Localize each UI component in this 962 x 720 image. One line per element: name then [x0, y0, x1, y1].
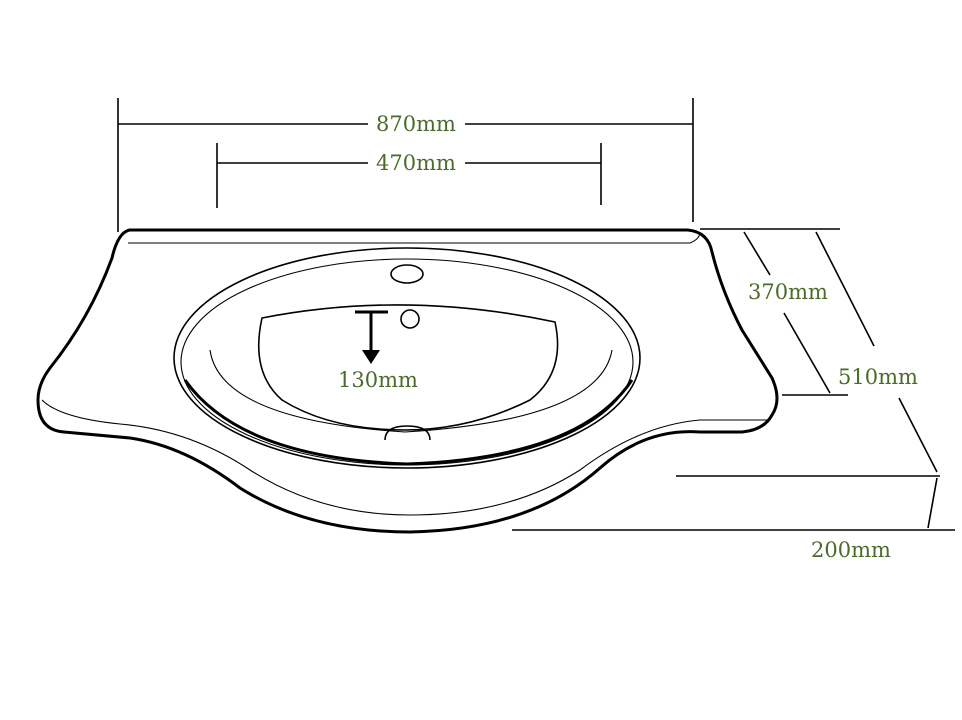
front-apron-line [41, 399, 770, 516]
height-dimension: 200mm [512, 475, 955, 562]
back-rim-line [128, 233, 701, 244]
overall-width-dimension: 870mm [117, 98, 694, 232]
total-depth-label: 510mm [838, 365, 918, 389]
total-depth-dimension: 510mm [815, 231, 938, 473]
front-depth-dimension: 370mm [700, 228, 848, 396]
basin-inner [257, 304, 559, 431]
height-label: 200mm [811, 538, 891, 562]
bowl-depth-label: 130mm [338, 368, 418, 392]
drain-hole [384, 425, 431, 441]
bowl-lower-edge [183, 379, 634, 466]
front-depth-label: 370mm [748, 280, 828, 304]
tap-hole [390, 264, 424, 284]
bowl-width-dimension: 470mm [216, 143, 602, 208]
bowl-depth-dimension: 130mm [338, 310, 418, 392]
bowl-outer-rim [173, 247, 641, 469]
basin-outer-outline [36, 228, 779, 534]
basin-floor-line [209, 349, 613, 433]
overall-width-label: 870mm [376, 112, 456, 136]
overflow-hole [400, 309, 420, 329]
sink-basin [36, 228, 779, 534]
arrow-down-icon [362, 350, 380, 364]
bowl-width-label: 470mm [376, 151, 456, 175]
